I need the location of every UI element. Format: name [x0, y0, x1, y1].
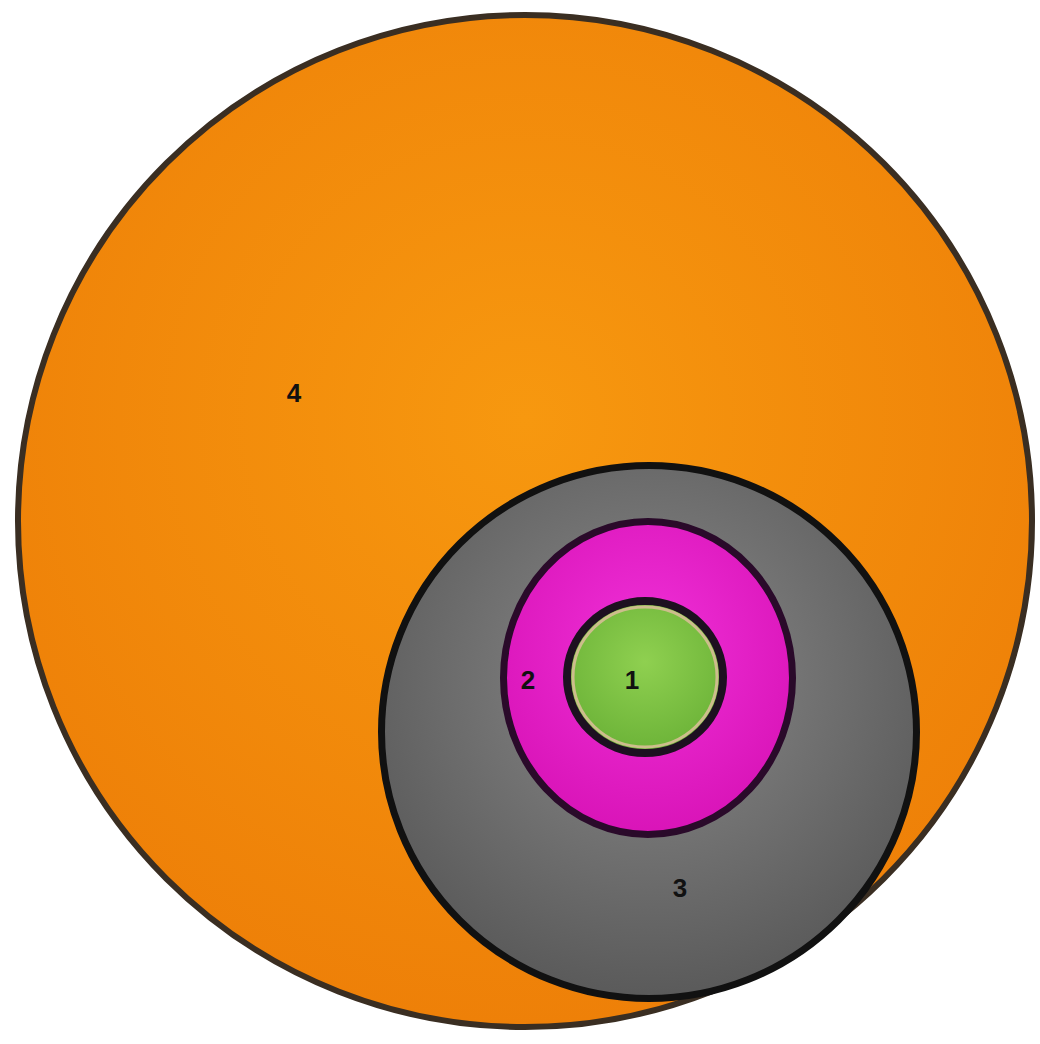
- callout-number: 4: [287, 380, 301, 406]
- grey-circle: 321: [378, 462, 920, 1002]
- callout-number: 3: [673, 875, 687, 901]
- outer-circle: 4321: [15, 12, 1035, 1030]
- green-core-outline: [563, 597, 727, 757]
- green-core: 1: [563, 597, 727, 757]
- callout-number: 1: [625, 667, 639, 693]
- callout-number: 2: [521, 667, 535, 693]
- magenta-ring: 21: [500, 518, 796, 838]
